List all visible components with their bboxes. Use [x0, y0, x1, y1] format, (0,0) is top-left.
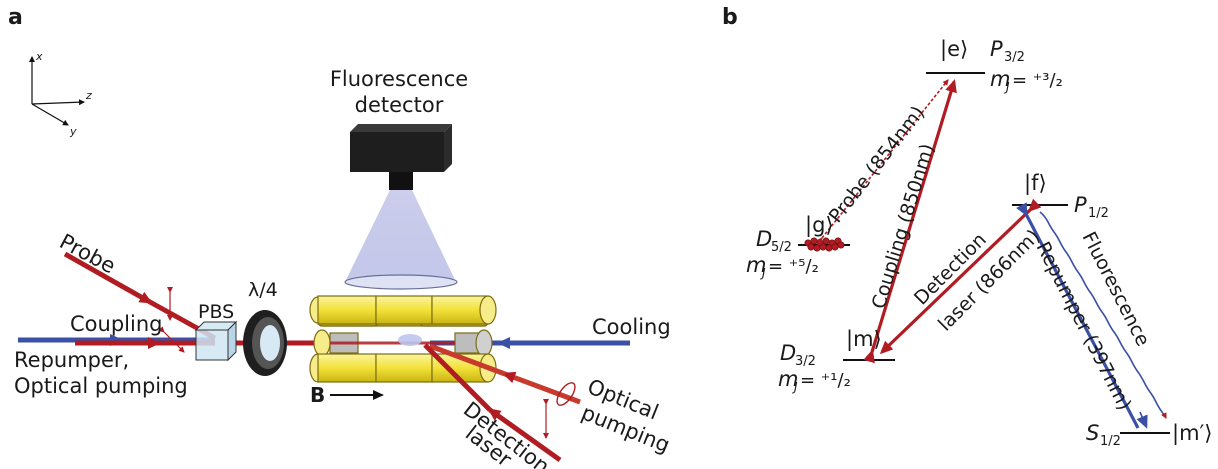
p12-sub: 1/2: [1088, 206, 1109, 221]
s12-label: S: [1086, 421, 1099, 445]
state-f-label: |f⟩: [1024, 171, 1047, 196]
mj-g-pre: m: [746, 253, 766, 277]
mj-e-pre: m: [990, 67, 1010, 91]
axis-y-label: y: [69, 125, 77, 138]
repumper-label-line1: Repumper,: [14, 348, 129, 372]
state-g-label: |g⟩: [805, 213, 834, 238]
panel-a-label: a: [8, 5, 23, 30]
collection-lens: [344, 274, 458, 290]
pbs-label: PBS: [198, 301, 234, 323]
p12-label: P: [1074, 193, 1087, 217]
b-field-label: B: [310, 383, 325, 407]
coordinate-axes: x z y: [29, 50, 92, 138]
s12-sub: 1/2: [1100, 434, 1121, 449]
fluorescence-wave: [1039, 211, 1167, 419]
d52-sub: 5/2: [771, 240, 792, 255]
d32-sub: 3/2: [795, 354, 816, 369]
state-mprime-label: |m′⟩: [1172, 421, 1213, 446]
mj-m-val: = ⁺¹/₂: [800, 370, 851, 391]
d32-label: D: [780, 341, 796, 365]
p32-label: P: [990, 37, 1003, 61]
probe-beam: [63, 251, 153, 305]
repumper-label-line2: Optical pumping: [14, 374, 188, 398]
probe-label: Probe: [56, 229, 120, 278]
state-m-label: |m⟩: [846, 327, 882, 352]
mj-e-val: = ⁺³/₂: [1012, 70, 1063, 91]
fluorescence-cone: [345, 190, 456, 282]
ion-trap-electrodes: [309, 295, 497, 383]
mj-e-sub: J: [1004, 80, 1010, 94]
repumper-transition-label: Repumper (397nm): [1032, 238, 1136, 414]
waveplate: [243, 310, 287, 376]
detection-transition: [879, 198, 1042, 355]
fluorescence-detector: [350, 124, 452, 190]
pbs-cube: [194, 320, 238, 362]
mj-g-val: = ⁺⁵/₂: [768, 256, 819, 277]
state-e-label: |e⟩: [940, 37, 968, 62]
detector-label-line2: detector: [355, 93, 444, 117]
mj-m-sub: J: [792, 380, 798, 394]
p32-sub: 3/2: [1004, 50, 1025, 65]
mj-g-sub: J: [760, 266, 766, 280]
detection-laser-beam: [487, 407, 562, 463]
repumper-transition: [1016, 202, 1140, 429]
axis-z-label: z: [85, 89, 92, 102]
axis-x-label: x: [35, 50, 43, 63]
population-g: [804, 237, 845, 252]
cooling-label: Cooling: [592, 315, 671, 339]
detector-label-line1: Fluorescence: [330, 67, 468, 91]
population-m: [866, 354, 872, 360]
d52-label: D: [756, 227, 772, 251]
coupling-label: Coupling: [70, 312, 162, 336]
mj-m-pre: m: [778, 367, 798, 391]
panel-b-label: b: [722, 5, 738, 30]
optical-pumping-beam: [502, 371, 581, 405]
lambda4-label: λ/4: [248, 279, 278, 301]
